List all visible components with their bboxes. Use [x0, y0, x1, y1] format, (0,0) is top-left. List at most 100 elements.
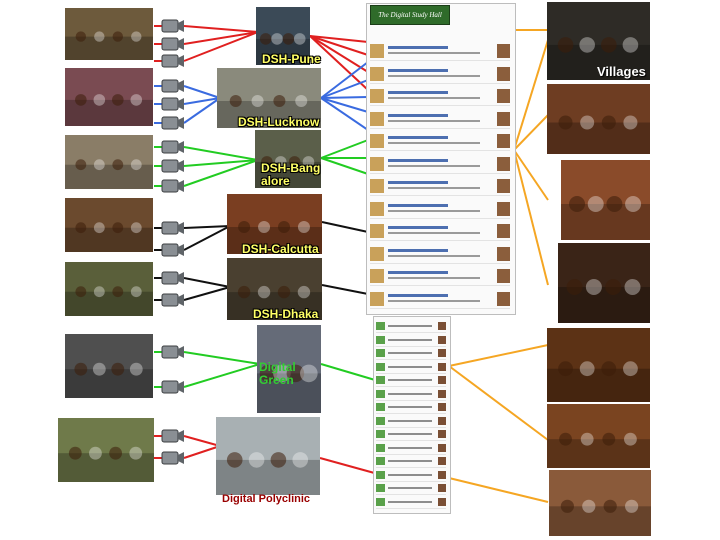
left-photo-polyclinic-figure — [89, 446, 102, 460]
hub-to-website-line-lucknow-4 — [320, 97, 369, 131]
website-entry-thumb — [370, 89, 384, 103]
village-photo-3-figure — [587, 196, 604, 212]
hub-photo-digital-green-figure — [259, 364, 278, 383]
hub-to-website-line-lucknow-0 — [320, 61, 369, 99]
hub-to-website-line-lucknow-2 — [320, 96, 369, 99]
hub-photo-lucknow-figure — [251, 95, 264, 107]
village-photo-6-figure — [559, 432, 572, 446]
website-entry-text — [388, 187, 480, 189]
website-entry — [370, 291, 510, 309]
website-lower-entry — [376, 443, 446, 455]
hub-photo-digital-green-figure — [300, 364, 318, 383]
hub-photo-digital-green-figure — [273, 364, 291, 383]
left-photo-digital-green-figure — [92, 362, 106, 376]
hub-photo-lucknow-figure — [273, 95, 286, 107]
camera-icon-pune-1 — [161, 37, 184, 51]
website-entry-title — [388, 113, 448, 117]
website-lower-entry-thumb — [376, 430, 385, 438]
hub-photo-digital-green — [257, 325, 321, 413]
hub-photo-dhaka-figure — [297, 285, 311, 299]
village-photo-3-figure — [606, 196, 623, 212]
hub-label-digital-green-text: Digital Green — [259, 360, 296, 387]
website-entry-avatar — [497, 156, 510, 171]
left-photo-pune-figure — [75, 31, 87, 42]
website-entry-text — [388, 254, 480, 257]
website-entry — [370, 224, 510, 241]
hub-photo-polyclinic-figure — [226, 452, 243, 468]
website-lower-entry-avatar — [438, 497, 446, 506]
hub-to-website-line-calcutta-0 — [321, 221, 369, 233]
left-photo-digital-green — [65, 334, 153, 398]
website-lower-entry — [376, 362, 446, 374]
camera-icon-calcutta-0-lens — [178, 222, 184, 234]
website-entry-text — [388, 74, 480, 77]
website-lower-entry — [376, 321, 446, 333]
website-lower-entry — [376, 375, 446, 387]
village-photo-4-figure — [605, 279, 622, 295]
website-entry-avatar — [497, 201, 510, 216]
village-photo-2-figure — [601, 115, 616, 130]
website-entry-thumb — [370, 246, 384, 261]
camera-to-hub-line-green-0 — [183, 351, 261, 365]
village-photo-7-figure — [582, 499, 596, 513]
camera-icon-pune-0-lens — [178, 20, 184, 32]
hub-to-website-line-pune-3 — [309, 35, 369, 91]
camera-icon-lucknow-2-body — [161, 116, 179, 130]
left-photo-digital-green-figure — [129, 362, 143, 376]
website-entry-thumb — [370, 224, 384, 238]
camera-icon-calcutta-1 — [161, 243, 184, 257]
website-lower-entry-avatar — [438, 376, 446, 384]
left-photo-calcutta-figure — [75, 222, 87, 234]
camera-icon-group — [161, 19, 184, 465]
hub-to-website-line-pune-2 — [309, 35, 369, 73]
website-entry-title — [388, 293, 448, 297]
left-photo-calcutta-figure — [130, 222, 142, 234]
website-lower-entry-text — [388, 446, 432, 449]
left-photo-pune-figure — [112, 31, 124, 42]
left-photo-polyclinic-figure — [129, 446, 143, 460]
hub-photo-dhaka — [227, 258, 322, 320]
village-photo-1-figure — [557, 37, 574, 53]
camera-to-hub-line-bangalore-1 — [183, 159, 259, 167]
hub-photo-bangalore-figure — [261, 156, 273, 168]
website-entry-thumb — [370, 291, 384, 306]
village-photo-1-figure — [622, 37, 639, 53]
camera-icon-green-1-body — [161, 380, 179, 394]
camera-icon-lucknow-1-lens — [178, 98, 184, 110]
website-entry-avatar — [497, 291, 510, 306]
village-photo-4 — [558, 243, 650, 323]
website-lower-entry-text — [388, 419, 432, 422]
village-photo-2 — [547, 84, 650, 154]
camera-icon-bangalore-1-body — [161, 159, 179, 173]
camera-icon-dhaka-0 — [161, 271, 184, 285]
hub-photo-digital-green-figure — [286, 364, 305, 383]
left-photo-digital-green-figure — [111, 362, 125, 376]
village-photo-7-figure — [625, 499, 639, 513]
website-lower-entry-thumb — [376, 389, 385, 398]
hub-label-digital-green: Digital Green — [259, 361, 305, 387]
hub-photo-pune-figure — [271, 33, 283, 45]
website-entry — [370, 44, 510, 61]
website-lower-entry-thumb — [376, 416, 385, 425]
camera-icon-pune-2 — [161, 54, 184, 68]
left-photo-lucknow-figure — [75, 94, 87, 106]
website-entry-text — [388, 277, 480, 279]
hub-label-digital-polyclinic: Digital Polyclinic — [222, 493, 311, 505]
camera-icon-green-1 — [161, 380, 184, 394]
website-entry-text — [388, 164, 480, 167]
website-entry-title — [388, 158, 448, 162]
hub-to-website-line-green-0 — [320, 363, 376, 381]
camera-to-hub-line-pune-2 — [183, 31, 259, 62]
hub-to-website-line-pune-0 — [309, 35, 369, 43]
hub-photo-calcutta — [227, 194, 322, 254]
camera-icon-bangalore-1-lens — [178, 160, 184, 172]
website-lower-entry-avatar — [438, 457, 446, 465]
village-photo-2-figure — [558, 115, 573, 130]
camera-icon-bangalore-2-lens — [178, 180, 184, 192]
camera-icon-polyclinic-1-body — [161, 451, 179, 465]
camera-icon-pune-1-lens — [178, 38, 184, 50]
website-entry-thumb — [370, 134, 384, 148]
camera-icon-polyclinic-0 — [161, 429, 184, 443]
website-lower-entry-avatar — [438, 322, 446, 330]
website-logo: The Digital Study Hall — [370, 5, 450, 25]
